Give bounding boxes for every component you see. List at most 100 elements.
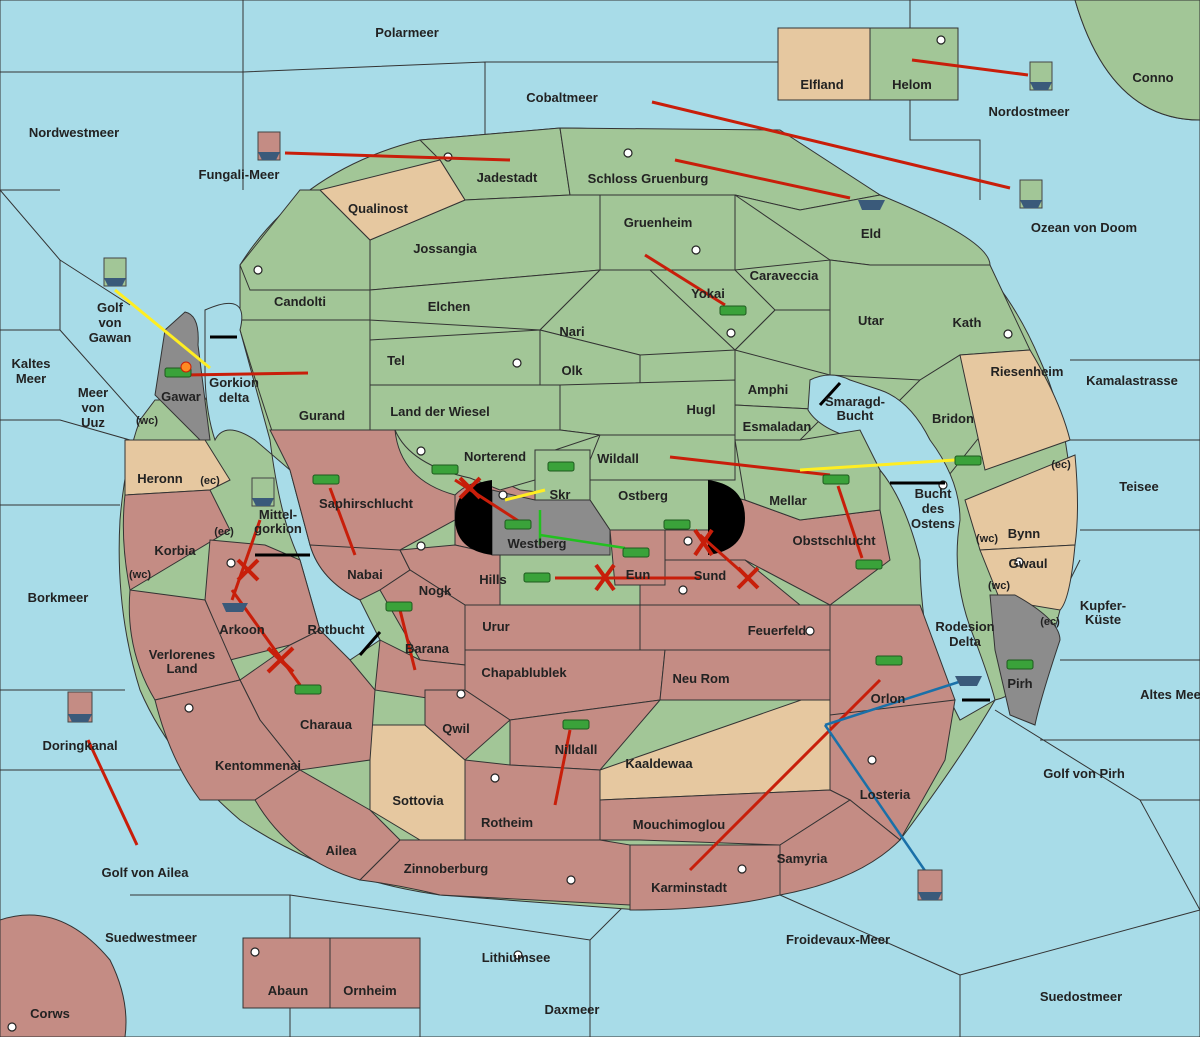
label-ornheim: Ornheim <box>343 983 396 998</box>
label-yokai: Yokai <box>691 286 725 301</box>
label-polarmeer: Polarmeer <box>375 25 439 40</box>
coast-tag: (ec) <box>200 475 220 487</box>
army-icon <box>523 572 551 583</box>
label-hugl: Hugl <box>687 402 716 417</box>
label-mouchimoglou: Mouchimoglou <box>633 817 725 832</box>
label-nilldall: Nilldall <box>555 742 598 757</box>
mellar-area <box>734 429 881 521</box>
label-kentommenai: Kentommenai <box>215 758 301 773</box>
label-westberg: Westberg <box>508 536 567 551</box>
label-abaun: Abaun <box>268 983 309 998</box>
label-ozean: Ozean von Doom <box>1031 220 1137 235</box>
label-samyria: Samyria <box>777 851 828 866</box>
label-qwil: Qwil <box>442 721 469 736</box>
label-tel: Tel <box>387 353 405 368</box>
label-feuerfeld: Feuerfeld <box>748 623 807 638</box>
label-froidevaux: Froidevaux-Meer <box>786 932 890 947</box>
label-sottovia: Sottovia <box>392 793 444 808</box>
territory-labels: PolarmeerCobaltmeerNordwestmeerNordostme… <box>11 25 1200 1021</box>
label-amphi: Amphi <box>748 382 788 397</box>
label-golf_ailea: Golf von Ailea <box>102 865 190 880</box>
label-gurand: Gurand <box>299 408 345 423</box>
label-losteria: Losteria <box>860 787 911 802</box>
fleet-icon <box>1029 61 1053 91</box>
coast-tag: (wc) <box>976 533 998 545</box>
label-corws: Corws <box>30 1006 70 1021</box>
label-jossangia: Jossangia <box>413 241 477 256</box>
coast-tag: (ec) <box>1040 616 1060 628</box>
label-zinnoberburg: Zinnoberburg <box>404 861 489 876</box>
label-eld: Eld <box>861 226 881 241</box>
label-fungali: Fungali-Meer <box>199 167 280 182</box>
army-icon <box>562 719 590 730</box>
label-urur: Urur <box>482 619 509 634</box>
label-rotbucht: Rotbucht <box>307 622 365 637</box>
label-helom: Helom <box>892 77 932 92</box>
label-nordostmeer: Nordostmeer <box>989 104 1070 119</box>
fleet-icon <box>955 676 982 686</box>
red-territories <box>122 429 956 1009</box>
label-gruenheim: Gruenheim <box>624 215 693 230</box>
label-olk: Olk <box>562 363 584 378</box>
label-elfland: Elfland <box>800 77 843 92</box>
label-schloss: Schloss Gruenburg <box>588 171 709 186</box>
army-icon <box>1006 659 1034 670</box>
army-icon <box>663 519 691 530</box>
fleet-icon <box>917 869 943 901</box>
label-gwaul: Gwaul <box>1008 556 1047 571</box>
army-icon <box>954 455 982 466</box>
green-territories <box>239 127 1031 481</box>
fleet-icon <box>1019 179 1043 209</box>
label-caraveccia: Caraveccia <box>750 268 819 283</box>
label-qualinost: Qualinost <box>348 201 409 216</box>
label-eun: Eun <box>626 567 651 582</box>
coast-tag: (wc) <box>129 569 151 581</box>
army-icon <box>855 559 883 570</box>
label-altes: Altes Meer <box>1140 687 1200 702</box>
label-cobaltmeer: Cobaltmeer <box>526 90 598 105</box>
label-hills: Hills <box>479 572 506 587</box>
label-nabai: Nabai <box>347 567 382 582</box>
label-sund: Sund <box>694 568 727 583</box>
label-charaua: Charaua <box>300 717 353 732</box>
army-icon <box>622 547 650 558</box>
label-nari: Nari <box>559 324 584 339</box>
neutral-territories <box>124 27 1078 841</box>
label-borkmeer: Borkmeer <box>28 590 89 605</box>
fleet-icon <box>67 691 93 723</box>
army-icon <box>719 305 747 316</box>
fleet-icon <box>222 603 248 612</box>
label-norterend: Norterend <box>464 449 526 464</box>
label-mellar: Mellar <box>769 493 807 508</box>
label-suedostmeer: Suedostmeer <box>1040 989 1122 1004</box>
label-bridon: Bridon <box>932 411 974 426</box>
label-smaragd: Smaragd-Bucht <box>825 394 885 423</box>
label-land_wiesel: Land der Wiesel <box>390 404 490 419</box>
label-conno: Conno <box>1132 70 1173 85</box>
units <box>67 61 1053 901</box>
label-nogk: Nogk <box>419 583 452 598</box>
label-obstschlucht: Obstschlucht <box>792 533 876 548</box>
label-bynn: Bynn <box>1008 526 1041 541</box>
coast-tag: (ec) <box>1051 459 1071 471</box>
label-neu_rom: Neu Rom <box>672 671 729 686</box>
label-golf_pirh: Golf von Pirh <box>1043 766 1125 781</box>
army-icon <box>385 601 413 612</box>
label-kamalastrasse: Kamalastrasse <box>1086 373 1178 388</box>
label-chapablublek: Chapablublek <box>481 665 567 680</box>
label-suedwestmeer: Suedwestmeer <box>105 930 197 945</box>
label-doringkanal: Doringkanal <box>42 738 117 753</box>
label-kupfer: Kupfer-Küste <box>1080 598 1126 627</box>
label-korbia: Korbia <box>154 543 196 558</box>
label-utar: Utar <box>858 313 884 328</box>
label-gawar: Gawar <box>161 389 201 404</box>
conno-island <box>1074 0 1200 121</box>
label-kath: Kath <box>953 315 982 330</box>
